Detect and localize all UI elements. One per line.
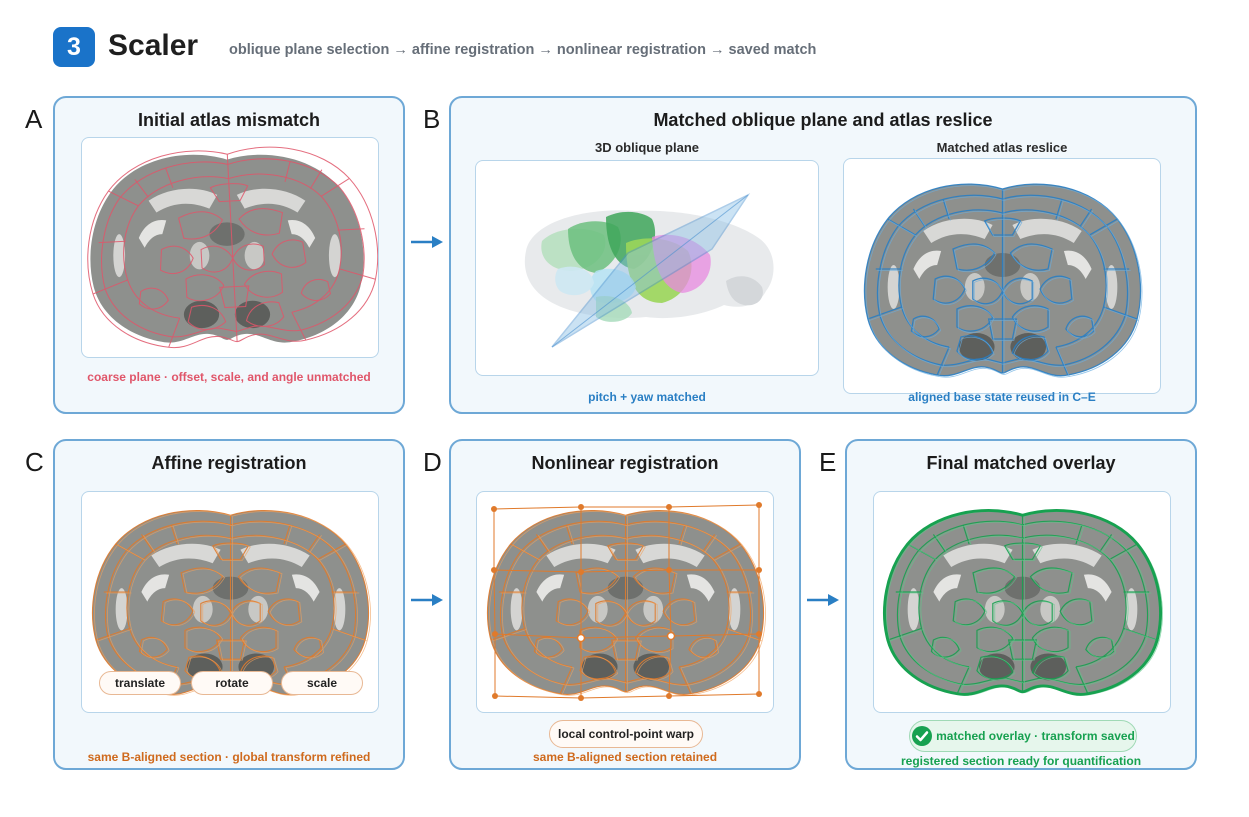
brain-section-blue-atlas [863,183,1143,378]
panel-letter-b: B [423,104,441,134]
step-badge: 3 [53,27,95,67]
panel-b: Matched oblique plane and atlas reslice … [449,96,1197,414]
status-badge: matched overlay · transform saved [909,720,1137,752]
control-points [491,502,762,701]
brain-section-unmatched [82,141,378,353]
panel-b-left-subtitle: 3D oblique plane [594,140,699,155]
panel-a: Initial atlas mismatch coarse plane · of… [53,96,405,414]
control-point-warp-button[interactable]: local control-point warp [549,720,703,748]
panel-b-title: Matched oblique plane and atlas reslice [653,110,993,130]
panel-letter-e: E [819,447,837,477]
translate-button[interactable]: translate [99,671,181,695]
panel-c-title: Affine registration [151,453,307,473]
status-text: matched overlay · transform saved [936,729,1135,743]
panel-a-image [81,137,379,358]
pipeline-steps: oblique plane selection → affine registr… [229,42,817,58]
panel-a-title: Initial atlas mismatch [137,110,321,130]
panel-e: Final matched overlay matched overlay · … [845,439,1197,770]
panel-e-title: Final matched overlay [926,453,1116,473]
panel-d-image [476,491,774,713]
app-title: Scaler [108,29,199,62]
arrow-right-icon [411,236,443,248]
check-circle-icon [912,726,933,746]
panel-c: Affine registration translate rotate sca… [53,439,405,770]
panel-e-image [873,491,1171,713]
brain-section-nonlinear [486,502,766,701]
scale-button[interactable]: scale [281,671,363,695]
arrow-right-icon [807,594,839,606]
panel-e-caption: registered section ready for quantificat… [900,754,1142,768]
control-point-grid [493,504,760,699]
oblique-plane-3d [524,193,774,348]
panel-a-caption: coarse plane · offset, scale, and angle … [87,370,371,384]
panel-d-title: Nonlinear registration [531,453,719,473]
panel-d-caption: same B-aligned section retained [532,750,718,764]
panel-c-caption: same B-aligned section · global transfor… [87,750,371,764]
panel-b-right-caption: aligned base state reused in C–E [908,390,1096,404]
panel-b-left-caption: pitch + yaw matched [588,390,706,404]
panel-letter-c: C [25,447,44,477]
brain-section-matched [883,509,1163,696]
panel-b-reslice-view [843,158,1161,394]
arrow-right-icon [411,594,443,606]
panel-d: Nonlinear registration [449,439,801,770]
panel-b-3d-view [475,160,819,376]
panel-letter-d: D [423,447,442,477]
panel-letter-a: A [25,104,43,134]
panel-b-right-subtitle: Matched atlas reslice [936,140,1068,155]
rotate-button[interactable]: rotate [191,671,273,695]
